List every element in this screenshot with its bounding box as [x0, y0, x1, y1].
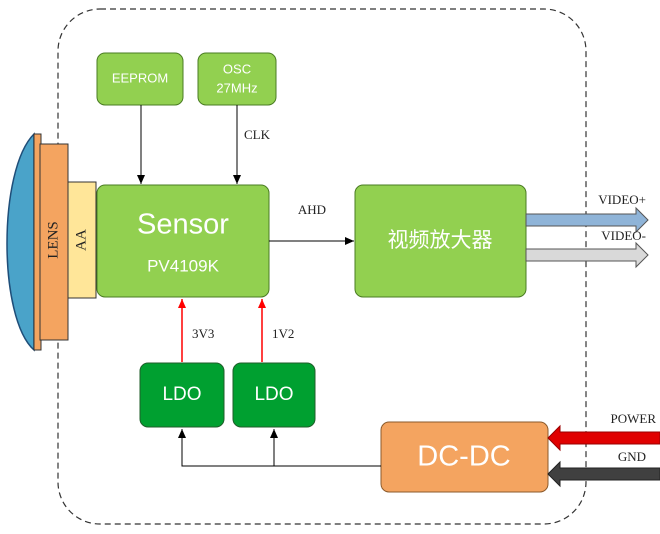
video-amplifier-block: [354, 184, 527, 298]
1v2-label: 1V2: [272, 326, 294, 341]
dcdc-to-ldo-line: [178, 429, 381, 467]
sensor-model: PV4109K: [147, 256, 219, 275]
video-plus-label: VIDEO+: [598, 192, 646, 207]
osc-label: OSC: [223, 61, 251, 76]
lens-barrel: [39, 143, 69, 341]
video-minus-label: VIDEO-: [601, 228, 646, 243]
ahd-label: AHD: [298, 202, 326, 217]
osc-frequency: 27MHz: [216, 80, 257, 95]
dcdc-block: [380, 421, 549, 493]
ldo-1v2-block: [232, 362, 316, 428]
clk-label: CLK: [244, 127, 271, 142]
dcdc-label: DC-DC: [417, 441, 510, 473]
ldo-3v3-block: [139, 362, 225, 428]
eeprom-block: [96, 52, 184, 106]
power-input-arrow: [547, 424, 660, 452]
gnd-label: GND: [618, 449, 646, 464]
ldo-3v3-label: LDO: [162, 384, 201, 405]
eeprom-label: EEPROM: [112, 70, 168, 85]
ldo-1v2-label: LDO: [254, 384, 293, 405]
video-minus-arrow: [525, 241, 649, 269]
3v3-label: 3V3: [192, 326, 214, 341]
sensor-title: Sensor: [137, 209, 229, 241]
lens-assembly: LENS AA: [6, 132, 97, 352]
video-plus-arrow: [525, 206, 649, 234]
lens-dome: [6, 132, 35, 352]
power-label: POWER: [611, 411, 657, 426]
sensor-block: [96, 184, 270, 298]
gnd-input-arrow: [547, 460, 660, 488]
video-amplifier-label: 视频放大器: [388, 228, 493, 252]
aa-label: AA: [73, 229, 89, 251]
lens-label: LENS: [45, 221, 61, 259]
aa-filter: [67, 181, 97, 299]
